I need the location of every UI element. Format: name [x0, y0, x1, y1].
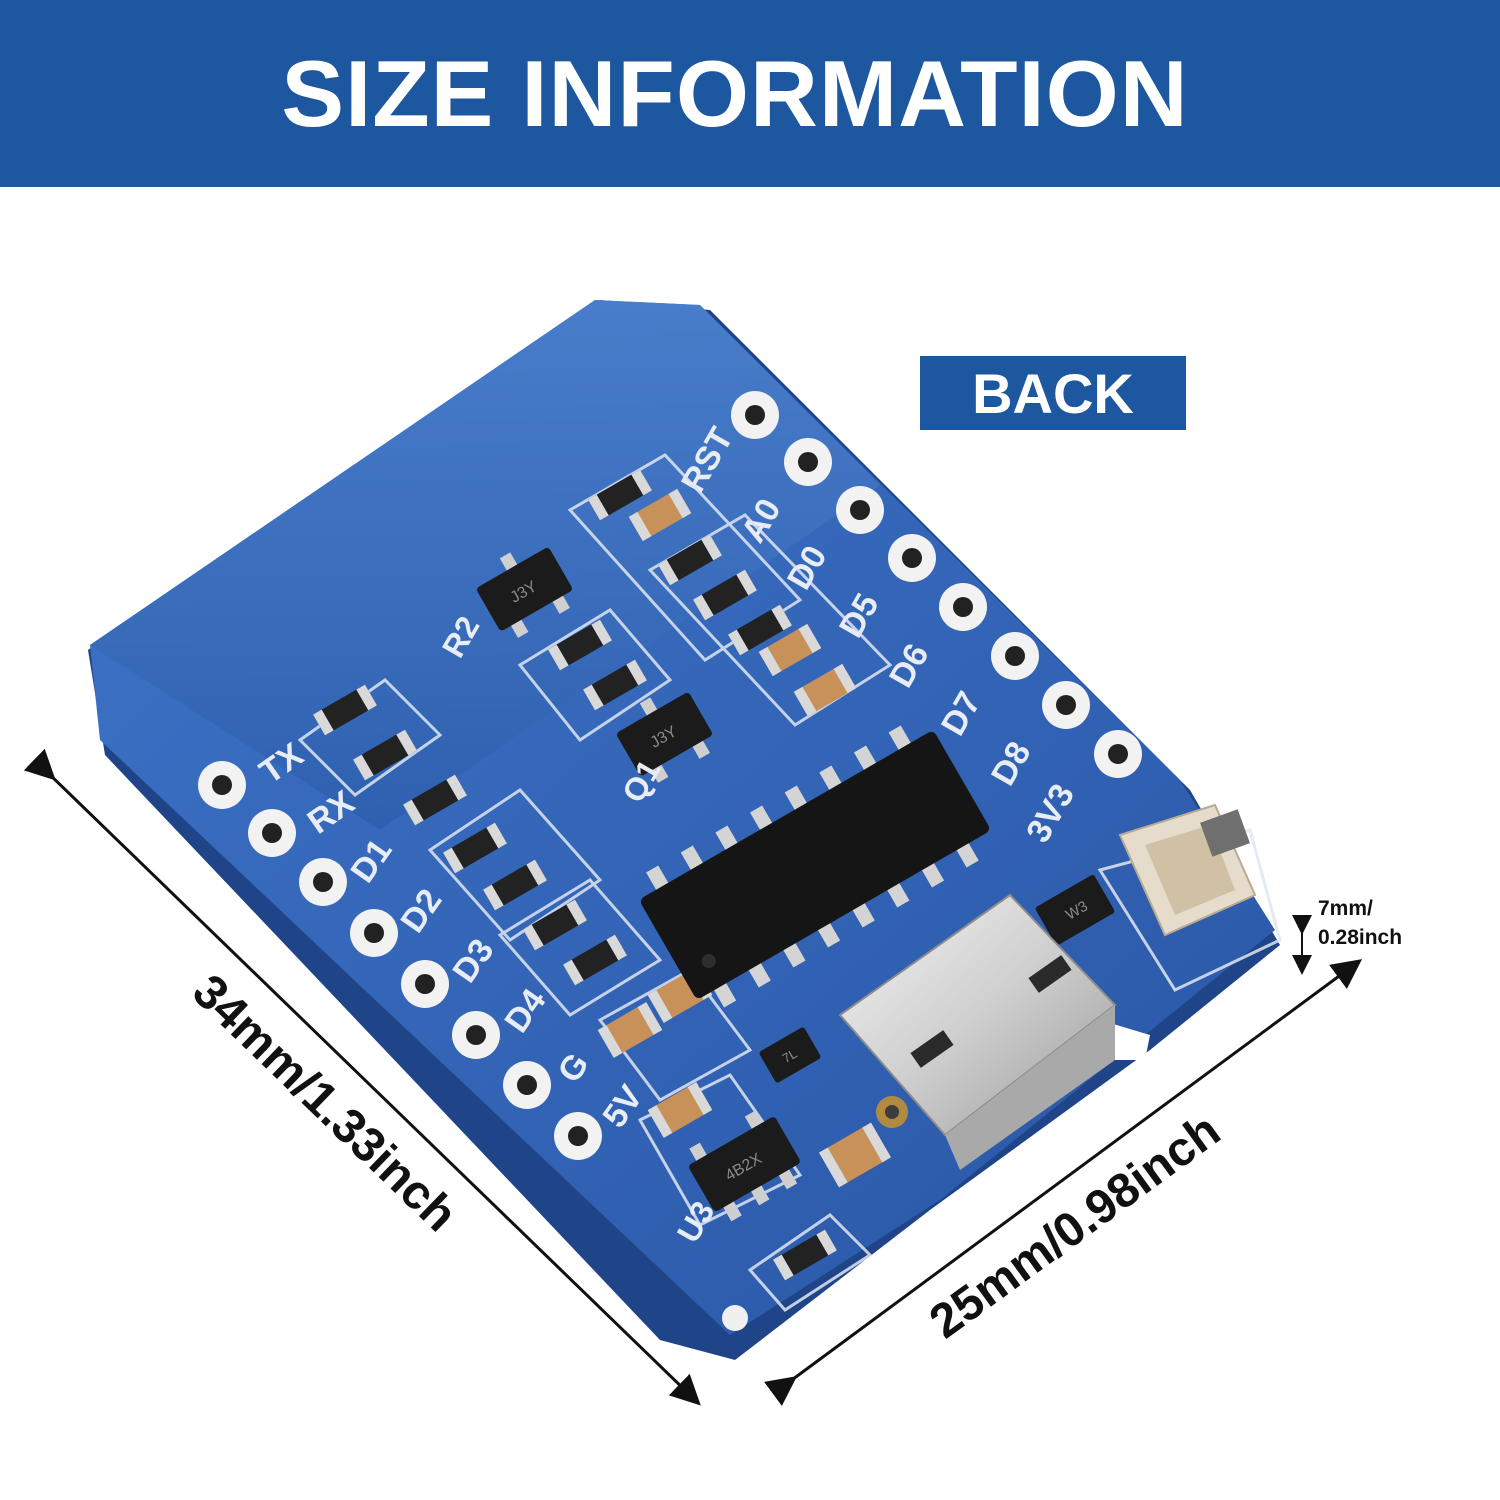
thickness-label-line2: 0.28inch — [1318, 926, 1402, 949]
capacitor — [758, 623, 822, 677]
resistor: 221 — [313, 684, 377, 736]
reset-button-component — [1118, 803, 1257, 937]
main-ic — [640, 725, 990, 1008]
back-side-badge: BACK — [920, 356, 1186, 430]
pin-hole — [731, 391, 779, 439]
pin-hole — [836, 486, 884, 534]
pin-hole — [1094, 730, 1142, 778]
pin-hole — [198, 761, 246, 809]
length-dimension-line — [23, 748, 701, 1406]
header-banner: SIZE INFORMATION — [0, 0, 1500, 187]
width-dimension-line — [764, 959, 1363, 1406]
page-title: SIZE INFORMATION — [281, 40, 1189, 146]
resistor: 01C — [728, 604, 792, 656]
pin-hole — [299, 858, 347, 906]
pin-hole — [350, 909, 398, 957]
capacitor — [628, 488, 692, 542]
pin-hole — [401, 960, 449, 1008]
resistor: 01C — [583, 659, 647, 711]
pin-hole — [939, 583, 987, 631]
right-pin-row — [731, 391, 1142, 778]
pin-hole — [503, 1061, 551, 1109]
resistor: 01C — [548, 619, 612, 671]
capacitor — [793, 663, 857, 717]
pin-hole — [888, 534, 936, 582]
diode-chip: W3 — [1035, 875, 1115, 945]
resistor: 01C — [588, 469, 652, 521]
pin-hole — [1042, 681, 1090, 729]
pin-hole — [991, 632, 1039, 680]
pin-hole — [248, 809, 296, 857]
pin-hole — [452, 1011, 500, 1059]
pin-hole — [784, 438, 832, 486]
pin-hole — [554, 1112, 602, 1160]
resistor: 22Z — [658, 534, 722, 586]
thickness-label-line1: 7mm/ — [1318, 897, 1373, 920]
resistor: 01C — [693, 569, 757, 621]
transistor-chip: J3Y — [477, 547, 572, 638]
